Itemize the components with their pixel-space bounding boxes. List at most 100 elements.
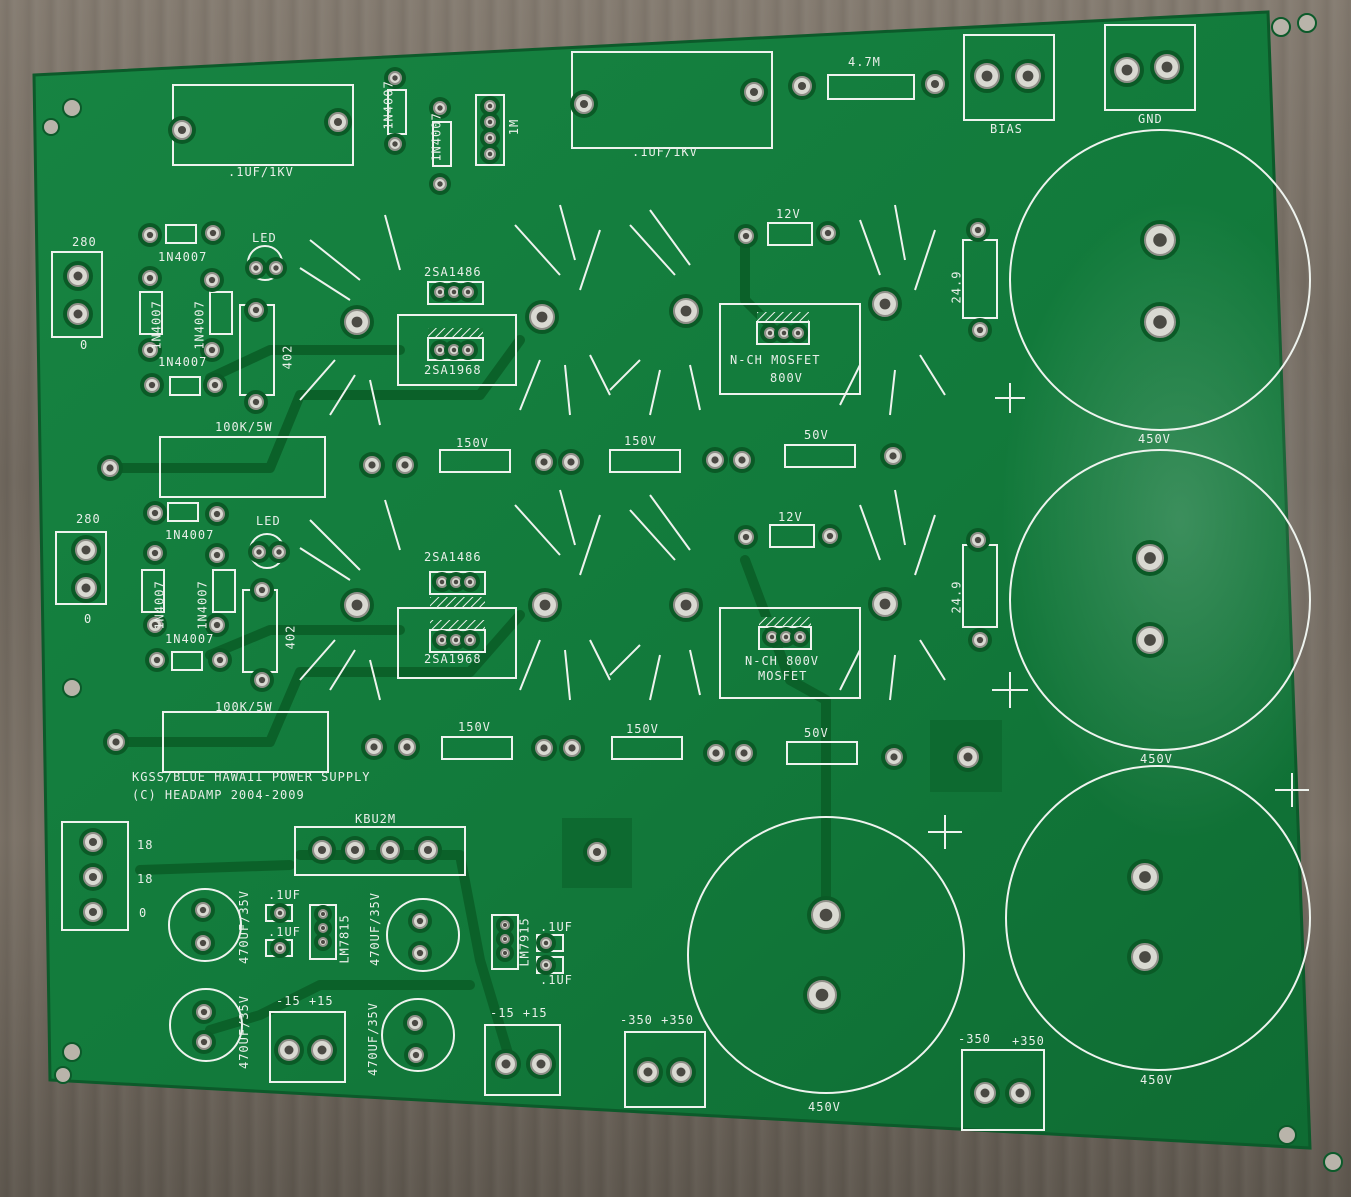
heatsink-outlines	[299, 204, 946, 701]
drill-hole	[177, 125, 187, 135]
drill-hole	[208, 276, 216, 284]
cap-470uf-label-c: 470UF/35V	[368, 891, 383, 967]
drill-hole	[1153, 315, 1167, 329]
ch2-150v-a-label: 150V	[458, 720, 491, 734]
drill-hole	[200, 1008, 208, 1016]
drill-hole	[539, 599, 551, 611]
drill-hole	[439, 637, 445, 643]
ch2-100k-label: 100K/5W	[215, 700, 273, 714]
drill-hole	[680, 599, 692, 611]
light-glare	[1000, 200, 1351, 840]
drill-hole	[148, 381, 156, 389]
ch2-mosfet-label-1: N-CH 800V	[745, 654, 820, 668]
ch2-24-9-label: 24.9	[949, 580, 964, 614]
drill-hole	[711, 456, 719, 464]
drill-hole	[536, 1059, 546, 1069]
drill-hole	[416, 917, 424, 925]
terminal-18-label-a: 18	[137, 838, 154, 852]
drill-hole	[392, 75, 398, 81]
ch2-diode-label-3: 1N4007	[195, 580, 210, 630]
kbu2m-label: KBU2M	[355, 812, 397, 826]
ch2-50v-label: 50V	[804, 726, 829, 740]
transistor-footprints	[427, 281, 812, 653]
drill-hole	[1153, 233, 1167, 247]
drill-hole	[199, 906, 207, 914]
drill-hole	[437, 347, 443, 353]
ch1-diode-label-1: 1N4007	[158, 250, 208, 264]
ch1-0-label: 0	[80, 338, 89, 352]
drill-hole	[467, 637, 473, 643]
pot-label: 1M	[507, 118, 522, 136]
drill-hole	[401, 461, 409, 469]
drill-hole	[153, 656, 161, 664]
ch1-diode-label-4: 1N4007	[158, 355, 208, 369]
drill-hole	[930, 79, 940, 89]
drill-hole	[451, 347, 457, 353]
cap-470uf-label-a: 470UF/35V	[237, 889, 252, 965]
pm350-label-a: -350 +350	[620, 1013, 695, 1027]
drill-hole	[501, 1059, 511, 1069]
cap-label-left: .1UF/1KV	[228, 165, 294, 179]
drill-hole	[742, 232, 750, 240]
board-copyright: (C) HEADAMP 2004-2009	[132, 788, 305, 802]
lm7915-label: LM7915	[517, 917, 532, 967]
lm7815-label: LM7815	[337, 914, 352, 964]
drill-hole	[350, 845, 360, 855]
pm350-plus-label-b: +350	[1012, 1034, 1045, 1048]
cap-label-mid: .1UF/1KV	[632, 145, 698, 159]
cap-1uf-label-c: .1UF	[540, 920, 573, 934]
drill-hole	[592, 847, 602, 857]
drill-hole	[73, 271, 83, 281]
drill-hole	[88, 907, 98, 917]
drill-hole	[151, 621, 159, 629]
drill-hole	[487, 119, 493, 125]
drill-hole	[213, 551, 221, 559]
drill-hole	[879, 598, 891, 610]
ch1-mosfet-label: N-CH MOSFET	[730, 353, 821, 367]
drill-hole	[1139, 871, 1151, 883]
drill-hole	[351, 316, 363, 328]
drill-hole	[213, 510, 221, 518]
drill-hole	[276, 549, 282, 555]
drill-hole	[437, 181, 443, 187]
drill-hole	[370, 743, 378, 751]
drill-hole	[797, 634, 803, 640]
drill-hole	[146, 231, 154, 239]
drill-hole	[1144, 634, 1156, 646]
drill-hole	[199, 939, 207, 947]
diode-label-top-2: 1N4007	[429, 112, 444, 162]
ch2-402-label: 402	[283, 624, 298, 650]
drill-hole	[200, 1038, 208, 1046]
cap2-450v-label: 450V	[1140, 752, 1173, 766]
cap1-450v-label: 450V	[1138, 432, 1171, 446]
drill-hole	[819, 908, 833, 922]
drill-hole	[890, 753, 898, 761]
cap-470uf-label-d: 470UF/35V	[366, 1001, 381, 1077]
drill-hole	[579, 99, 589, 109]
drill-hole	[487, 135, 493, 141]
drill-hole	[216, 656, 224, 664]
drill-hole	[1022, 70, 1034, 82]
gnd-label: GND	[1138, 112, 1163, 126]
drill-hole	[974, 226, 982, 234]
cap4-450v-label: 450V	[1140, 1073, 1173, 1087]
ch1-24-9-label: 24.9	[949, 270, 964, 304]
drill-hole	[317, 845, 327, 855]
drill-hole	[815, 988, 829, 1002]
pm15-label-a: -15 +15	[276, 994, 334, 1008]
cap-470uf-label-b: 470UF/35V	[237, 994, 252, 1070]
drill-hole	[392, 141, 398, 147]
drill-hole	[963, 752, 973, 762]
ch2-mosfet-label-2: MOSFET	[758, 669, 808, 683]
drill-hole	[740, 749, 748, 757]
ch1-150v-b-label: 150V	[624, 434, 657, 448]
solder-pads	[63, 50, 1184, 1108]
ch1-diode-label-2: 1N4007	[149, 300, 164, 350]
drill-hole	[73, 309, 83, 319]
drill-hole	[146, 274, 154, 282]
drill-hole	[976, 326, 984, 334]
drill-hole	[824, 229, 832, 237]
bias-label: BIAS	[990, 122, 1023, 136]
ch2-diode-label-4: 1N4007	[165, 632, 215, 646]
